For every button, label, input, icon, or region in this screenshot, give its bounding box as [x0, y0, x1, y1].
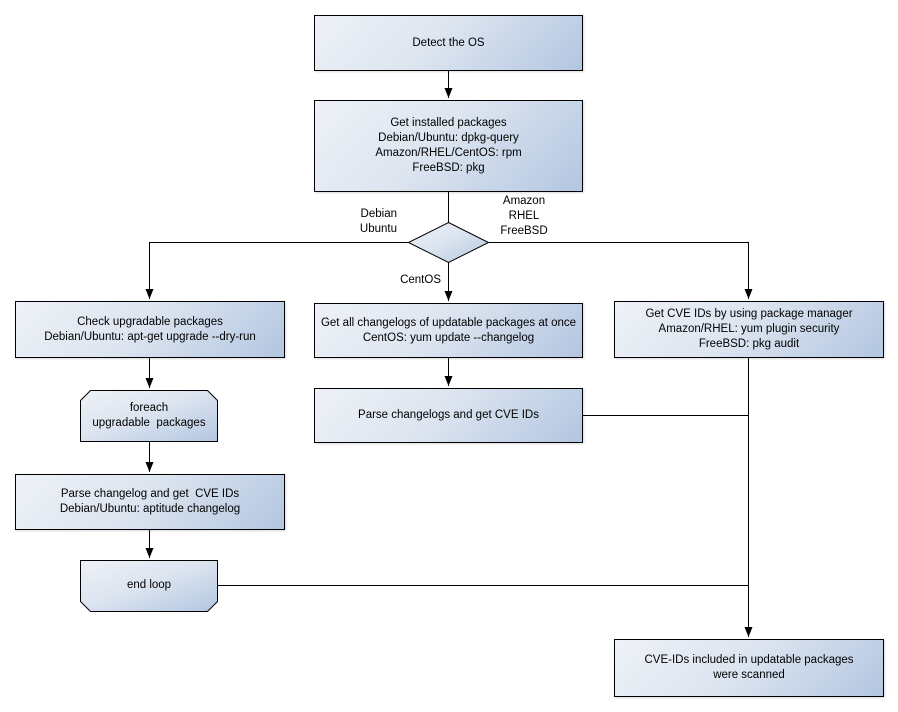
node-detect-os-label: Detect the OS — [412, 36, 485, 49]
node-get-cve-package-manager: Get CVE IDs by using package manager Ama… — [614, 301, 884, 358]
node-parse-changelog-left-label: Parse changelog and get CVE IDs Debian/U… — [59, 488, 241, 515]
node-parse-changelogs-mid-label: Parse changelogs and get CVE IDs — [358, 409, 539, 421]
edge-label-debian-ubuntu: Debian Ubuntu — [359, 208, 397, 235]
edge-diamond-to-check-upgradable — [145, 242, 409, 299]
decision-diamond-os — [407, 221, 490, 264]
node-parse-changelog-left: Parse changelog and get CVE IDs Debian/U… — [15, 474, 285, 530]
edge-diamond-to-get-cve — [489, 242, 753, 299]
node-check-upgradable-packages-label: Check upgradable packages Debian/Ubuntu:… — [44, 315, 256, 343]
node-get-cve-package-manager-label: Get CVE IDs by using package manager Ama… — [645, 308, 853, 350]
loop-end-shape — [80, 560, 218, 612]
loop-begin-shape — [80, 390, 218, 442]
node-result-scanned-label: CVE-IDs included in updatable packages w… — [644, 654, 854, 681]
node-get-installed-packages-label: Get installed packages Debian/Ubuntu: dp… — [375, 117, 522, 174]
node-detect-os: Detect the OS — [314, 15, 583, 71]
node-get-all-changelogs: Get all changelogs of updatable packages… — [314, 303, 583, 358]
edge-label-amazon-rhel-freebsd: Amazon RHEL FreeBSD — [500, 195, 548, 237]
edge-label-centos: CentOS — [400, 274, 441, 286]
node-parse-changelogs-mid: Parse changelogs and get CVE IDs — [314, 388, 583, 443]
node-get-all-changelogs-label: Get all changelogs of updatable packages… — [320, 316, 577, 344]
node-get-installed-packages: Get installed packages Debian/Ubuntu: dp… — [314, 100, 583, 192]
node-check-upgradable-packages: Check upgradable packages Debian/Ubuntu:… — [15, 301, 285, 358]
node-result-scanned: CVE-IDs included in updatable packages w… — [614, 639, 884, 697]
